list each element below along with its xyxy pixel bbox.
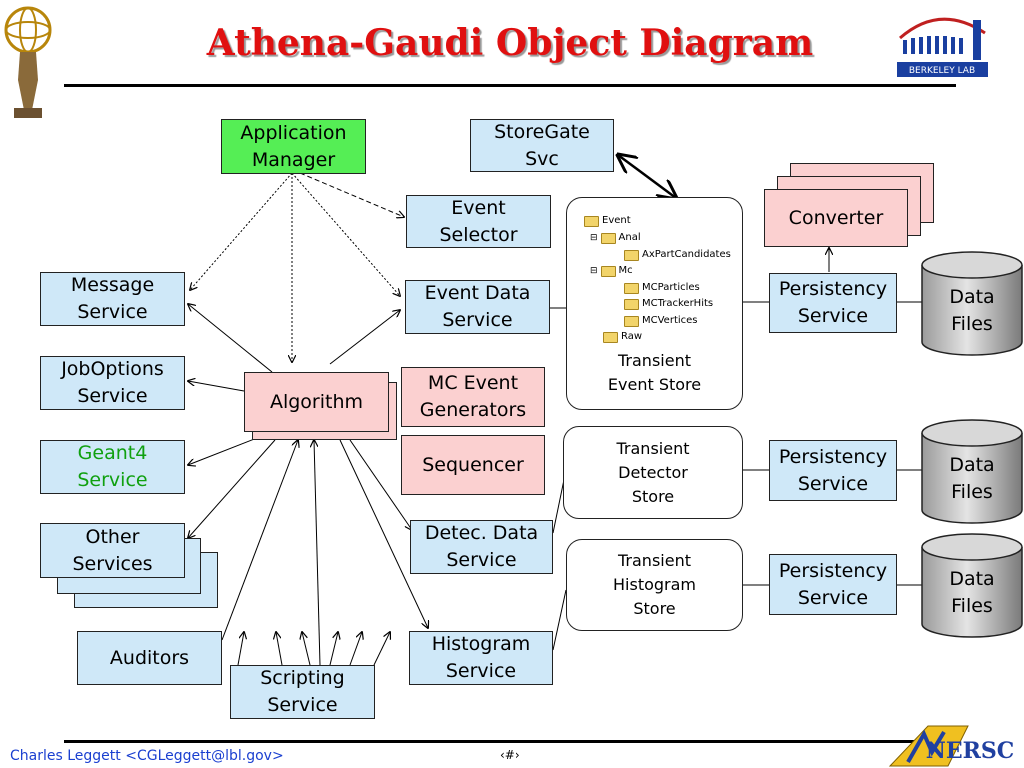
tree-item-label: MCVertices — [642, 315, 698, 326]
svg-text:BERKELEY LAB: BERKELEY LAB — [909, 66, 975, 76]
tree-item-mcparticles: MCParticles — [624, 282, 700, 294]
tree-item-raw: Raw — [603, 331, 642, 343]
data-files-cylinder-3 — [921, 533, 1023, 638]
tree-item-mctrackerhits: MCTrackerHits — [624, 298, 713, 310]
tree-item-axpartcandidates: AxPartCandidates — [624, 249, 731, 261]
event-selector-box: Event Selector — [406, 195, 551, 248]
persistency-service-box-3: Persistency Service — [769, 554, 897, 615]
tree-item-event: Event — [584, 215, 631, 227]
collapse-icon: ⊟ — [590, 233, 598, 243]
footer-author: Charles Leggett <CGLeggett@lbl.gov> — [10, 748, 284, 764]
scripting-service-box: Scripting Service — [230, 665, 375, 719]
geant4-service-box: Geant4 Service — [40, 440, 185, 494]
data-files-label-2: Data Files — [949, 454, 995, 503]
event-data-service-box: Event Data Service — [405, 280, 550, 334]
persistency-service-box-1: Persistency Service — [769, 273, 897, 333]
page-title: Athena-Gaudi Object Diagram — [206, 22, 814, 64]
message-service-box: Message Service — [40, 272, 185, 326]
sequencer-box: Sequencer — [401, 435, 545, 495]
folder-icon — [584, 215, 599, 227]
other-services-box: Other Services — [40, 523, 185, 578]
tree-item-label: Raw — [621, 331, 643, 342]
tree-item-label: MCTrackerHits — [642, 298, 714, 309]
histogram-service-box: Histogram Service — [409, 631, 553, 685]
storegate-svc-box: StoreGate Svc — [470, 119, 614, 172]
berkeley-lab-logo: BERKELEY LAB — [897, 17, 988, 77]
transient-event-store-label: Transient Event Store — [607, 351, 702, 394]
tree-item-label: Anal — [618, 232, 641, 243]
transient-detector-store: Transient Detector Store — [563, 426, 743, 519]
transient-histogram-store: Transient Histogram Store — [566, 539, 743, 631]
application-manager-box: Application Manager — [221, 119, 366, 174]
folder-icon — [624, 249, 639, 261]
tree-item-label: Event — [602, 215, 631, 226]
auditors-box: Auditors — [77, 631, 222, 685]
tree-item-anal: ⊟ Anal — [590, 232, 641, 244]
footer-page-number: ‹#› — [500, 748, 520, 762]
folder-icon — [624, 315, 639, 327]
tree-item-mcvertices: MCVertices — [624, 315, 698, 327]
folder-icon — [624, 282, 639, 294]
tree-item-label: Mc — [618, 265, 633, 276]
top-divider — [64, 84, 956, 87]
folder-icon — [600, 265, 616, 277]
data-files-cylinder-1 — [921, 251, 1023, 356]
tree-item-label: MCParticles — [642, 282, 700, 293]
collapse-icon: ⊟ — [590, 266, 598, 276]
bottom-divider — [64, 740, 956, 743]
detec-data-service-box: Detec. Data Service — [410, 520, 553, 574]
data-files-label-3: Data Files — [949, 568, 995, 617]
joboptions-service-box: JobOptions Service — [40, 356, 185, 410]
folder-icon — [603, 331, 618, 343]
folder-icon — [600, 232, 616, 244]
svg-text:NERSC: NERSC — [926, 738, 1015, 764]
folder-icon — [624, 298, 639, 310]
tree-item-mc: ⊟ Mc — [590, 265, 633, 277]
data-files-label-1: Data Files — [949, 286, 995, 335]
algorithm-box: Algorithm — [244, 372, 389, 432]
tree-item-label: AxPartCandidates — [642, 249, 731, 260]
data-files-cylinder-2 — [921, 419, 1023, 524]
nersc-logo: NERSC — [888, 725, 1015, 767]
persistency-service-box-2: Persistency Service — [769, 440, 897, 501]
atlas-logo — [4, 6, 52, 118]
converter-box: Converter — [764, 189, 908, 247]
mc-event-generators-box: MC Event Generators — [401, 367, 545, 427]
transient-event-store: Transient Event Store — [566, 197, 743, 410]
